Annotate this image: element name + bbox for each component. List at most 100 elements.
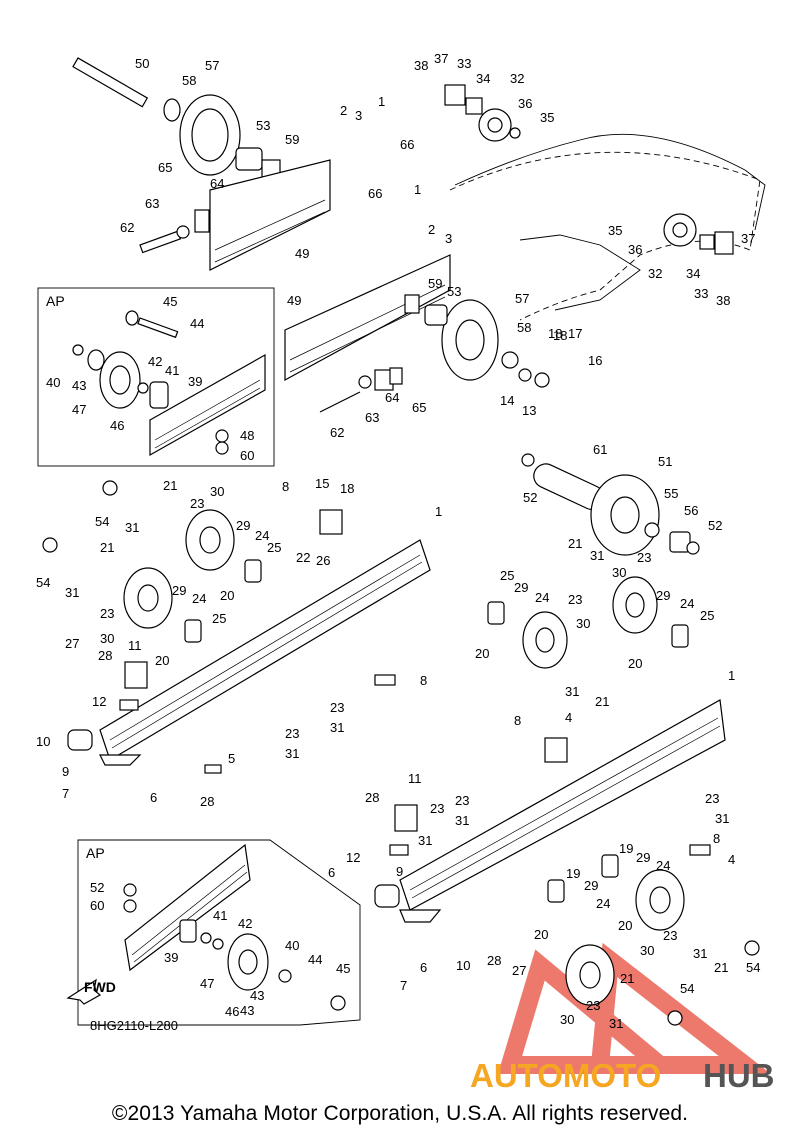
callout: 6 — [150, 790, 157, 805]
callout: 32 — [510, 71, 524, 86]
callout: 22 — [296, 550, 310, 565]
inset-label-top: AP — [46, 293, 65, 309]
callout-numbers: 50 58 57 53 59 65 64 63 62 38 37 33 34 3… — [36, 51, 760, 1031]
callout: 36 — [628, 242, 642, 257]
callout: 24 — [596, 896, 610, 911]
callout: 31 — [65, 585, 79, 600]
callout: 43 — [72, 378, 86, 393]
callout: 31 — [715, 811, 729, 826]
callout: 31 — [330, 720, 344, 735]
callout: 2 — [340, 103, 347, 118]
callout: 53 — [256, 118, 270, 133]
callout: 53 — [447, 284, 461, 299]
callout: 4 — [565, 710, 572, 725]
callout: 19 — [566, 866, 580, 881]
mid-rail-assembly — [284, 254, 550, 413]
callout: 43 — [240, 1003, 254, 1018]
callout: 6 — [328, 865, 335, 880]
callout: 36 — [518, 96, 532, 111]
callout: 44 — [308, 952, 322, 967]
callout: 16 — [588, 353, 602, 368]
callout: 66 — [368, 186, 382, 201]
callout: 38 — [414, 58, 428, 73]
callout: 38 — [716, 293, 730, 308]
callout: 63 — [365, 410, 379, 425]
callout: 46 — [225, 1004, 239, 1019]
callout: 47 — [72, 402, 86, 417]
callout: 21 — [714, 960, 728, 975]
callout: 28 — [200, 794, 214, 809]
callout: 12 — [92, 694, 106, 709]
callout: 52 — [708, 518, 722, 533]
callout: 15 — [315, 476, 329, 491]
callout: 20 — [618, 918, 632, 933]
callout: 20 — [155, 653, 169, 668]
callout: 43 — [250, 988, 264, 1003]
callout: 24 — [656, 858, 670, 873]
callout: 27 — [65, 636, 79, 651]
callout: 8 — [713, 831, 720, 846]
callout: 18 — [548, 326, 562, 341]
callout: 17 — [568, 326, 582, 341]
callout: 57 — [205, 58, 219, 73]
callout: 11 — [408, 771, 422, 786]
callout: 23 — [455, 793, 469, 808]
callout: 35 — [540, 110, 554, 125]
callout: 52 — [90, 880, 104, 895]
callout: 45 — [163, 294, 177, 309]
inset-ap-top — [37, 287, 275, 467]
callout: 28 — [98, 648, 112, 663]
callout: 23 — [190, 496, 204, 511]
callout: 2 — [428, 222, 435, 237]
callout: 31 — [565, 684, 579, 699]
callout: 64 — [210, 176, 224, 191]
callout: 50 — [135, 56, 149, 71]
callout: 21 — [595, 694, 609, 709]
callout: 23 — [285, 726, 299, 741]
callout: 31 — [590, 548, 604, 563]
callout: 28 — [487, 953, 501, 968]
callout: 20 — [534, 927, 548, 942]
callout: 47 — [200, 976, 214, 991]
callout: 25 — [500, 568, 514, 583]
callout: 34 — [476, 71, 490, 86]
upper-idler-assembly — [72, 57, 331, 271]
callout: 12 — [346, 850, 360, 865]
callout: 49 — [295, 246, 309, 261]
callout: 57 — [515, 291, 529, 306]
callout: 3 — [355, 108, 362, 123]
callout: 20 — [220, 588, 234, 603]
callout: 31 — [609, 1016, 623, 1031]
callout: 59 — [285, 132, 299, 147]
callout: 37 — [741, 231, 755, 246]
callout: 25 — [212, 611, 226, 626]
callout: 24 — [680, 596, 694, 611]
upper-right-idler — [444, 84, 734, 255]
callout: 11 — [128, 638, 142, 653]
callout: 59 — [428, 276, 442, 291]
callout: 62 — [330, 425, 344, 440]
watermark-part1: AUTOMOTO — [470, 1057, 661, 1094]
callout: 20 — [628, 656, 642, 671]
callout: 31 — [693, 946, 707, 961]
callout: 13 — [522, 403, 536, 418]
callout: 39 — [188, 374, 202, 389]
callout: 42 — [148, 354, 162, 369]
copyright-notice: ©2013 Yamaha Motor Corporation, U.S.A. A… — [111, 1102, 689, 1125]
callout: 9 — [396, 864, 403, 879]
callout: 25 — [700, 608, 714, 623]
callout: 41 — [165, 363, 179, 378]
track-belt — [449, 133, 766, 321]
callout: 30 — [612, 565, 626, 580]
callout: 7 — [400, 978, 407, 993]
callout: 3 — [445, 231, 452, 246]
callout: 27 — [512, 963, 526, 978]
callout: 23 — [568, 592, 582, 607]
callout: 29 — [636, 850, 650, 865]
callout: 29 — [172, 583, 186, 598]
inset-label-bottom: AP — [86, 845, 105, 861]
callout: 29 — [236, 518, 250, 533]
callout: 49 — [287, 293, 301, 308]
callout: 29 — [514, 580, 528, 595]
callout: 20 — [475, 646, 489, 661]
